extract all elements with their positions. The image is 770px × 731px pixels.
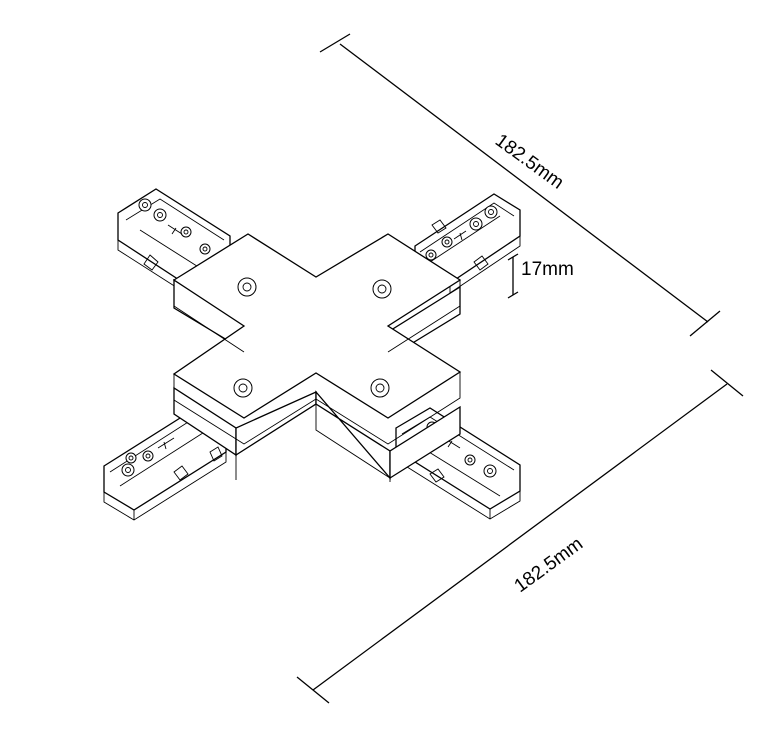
dimension-bottom-label: 182.5mm <box>511 534 587 598</box>
arm-upper-right <box>414 193 521 294</box>
dimension-height: 17mm <box>507 253 574 299</box>
dimension-height-label: 17mm <box>521 259 574 280</box>
cross-body <box>172 233 462 482</box>
dimension-top-label: 182.5mm <box>491 130 567 194</box>
dimension-bottom: 182.5mm <box>296 369 744 704</box>
